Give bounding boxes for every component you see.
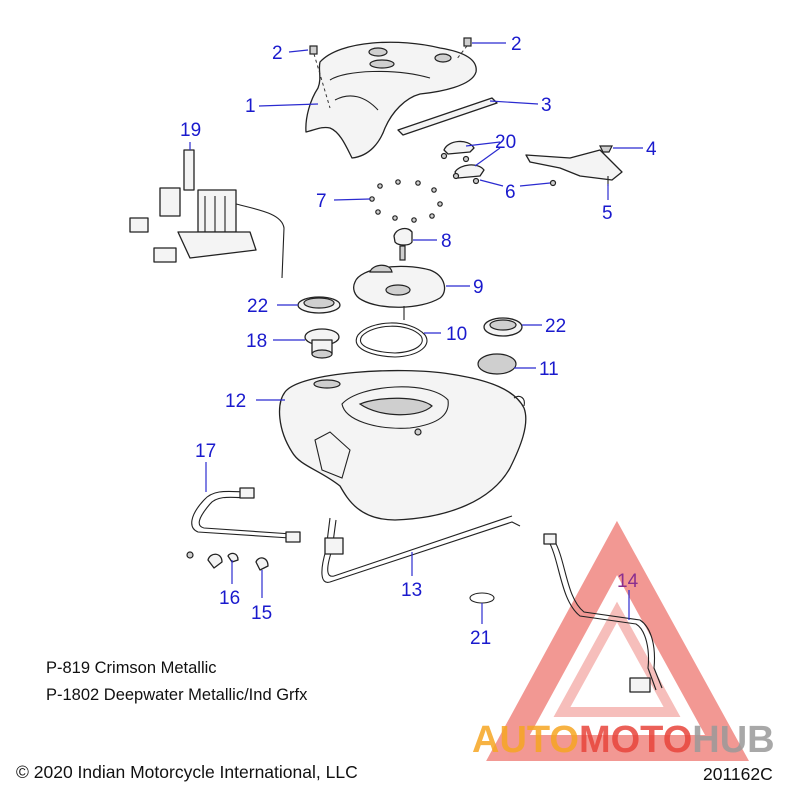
callout-22-right: 22 (545, 316, 566, 337)
callout-3: 3 (541, 95, 552, 116)
fuel-pump-flange (353, 264, 446, 320)
callout-6: 6 (505, 182, 516, 203)
mounting-bracket (525, 149, 623, 186)
callout-9: 9 (473, 277, 484, 298)
callout-7: 7 (316, 191, 327, 212)
small-screws (440, 152, 557, 187)
callout-22-left: 22 (247, 296, 268, 317)
copyright-text: © 2020 Indian Motorcycle International, … (16, 762, 358, 782)
bolt-ring (369, 179, 443, 223)
callout-11: 11 (539, 359, 559, 380)
watermark-part1: AUTO (472, 719, 579, 761)
screw-right (455, 37, 472, 61)
watermark-triangle-logo (486, 520, 749, 761)
hose-clamp (469, 592, 495, 604)
paint-color-notes: P-819 Crimson Metallic P-1802 Deepwater … (46, 655, 307, 709)
clip-upper (443, 140, 475, 155)
callout-8: 8 (441, 231, 452, 252)
callout-4: 4 (646, 139, 657, 160)
vent-tube (321, 515, 521, 583)
callout-15: 15 (251, 603, 272, 624)
callout-labels: 1 2 2 3 4 5 6 7 8 9 10 11 12 13 14 15 16… (180, 34, 657, 649)
leader-lines (189, 42, 643, 624)
callout-17: 17 (195, 441, 216, 462)
figure-id: 201162C (703, 764, 773, 784)
callout-16: 16 (219, 588, 240, 609)
callout-1: 1 (245, 96, 256, 117)
fuel-pump-assembly (129, 149, 285, 279)
fuel-line-hose (191, 487, 301, 543)
callout-10: 10 (446, 324, 467, 345)
screw-bracket (599, 145, 613, 153)
vent-valve (393, 227, 413, 261)
callout-18: 18 (246, 331, 267, 352)
callout-2-left: 2 (272, 43, 283, 64)
watermark-brand-text: AUTOMOTOHUB (472, 719, 775, 761)
fuel-cap (304, 328, 340, 359)
overflow-line (543, 533, 663, 693)
screw-left (309, 45, 331, 109)
callout-20: 20 (495, 132, 516, 153)
filler-ring-right (483, 317, 523, 337)
callout-14: 14 (617, 571, 639, 592)
callout-19: 19 (180, 120, 201, 141)
callout-13: 13 (401, 580, 422, 601)
note-line: P-1802 Deepwater Metallic/Ind Grfx (46, 686, 308, 704)
callout-12: 12 (225, 391, 246, 412)
watermark-part2: MOTO (579, 719, 692, 761)
fuel-tank (278, 369, 527, 521)
flange-gasket (355, 322, 428, 358)
trim-strip (397, 97, 498, 136)
clip-lower (454, 164, 485, 179)
cover-plate (477, 353, 517, 375)
callout-21: 21 (470, 628, 491, 649)
fittings (186, 551, 269, 571)
note-line: P-819 Crimson Metallic (46, 659, 217, 677)
callout-2-right: 2 (511, 34, 522, 55)
tank-console-cover (305, 41, 477, 159)
filler-ring-left (297, 296, 341, 314)
watermark-part3: HUB (692, 719, 774, 761)
callout-5: 5 (602, 203, 613, 224)
